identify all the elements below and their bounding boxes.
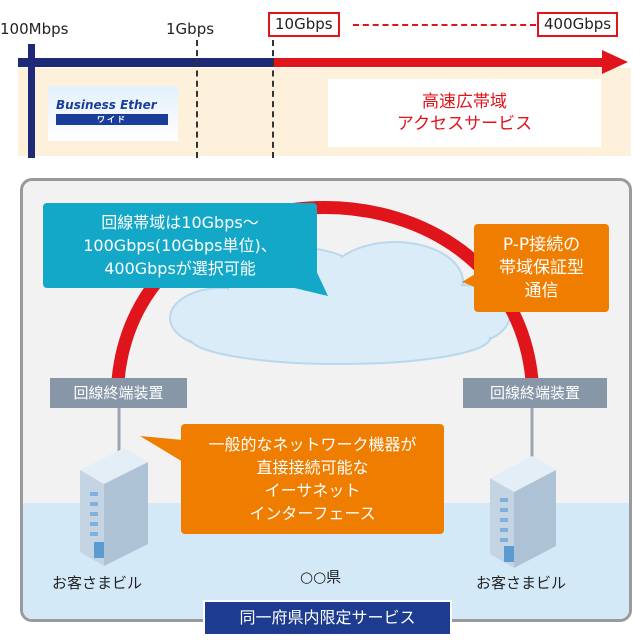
bandwidth-line-2: 100Gbps(10Gbps単位)、 [83, 236, 277, 255]
high-speed-line-2: アクセスサービス [396, 114, 533, 134]
high-speed-service-box: 高速広帯域 アクセスサービス [328, 79, 601, 147]
building-right-icon [490, 456, 556, 568]
speed-label-10gbps: 10Gbps [268, 12, 340, 37]
orange-callout-tail-center-icon [140, 436, 183, 462]
interface-callout: 一般的なネットワーク機器が 直接接続可能な イーサネット インターフェース [181, 424, 444, 534]
speed-label-100mbps: 100Mbps [0, 20, 69, 38]
connection-type-callout: P-P接続の 帯域保証型 通信 [474, 224, 609, 312]
region-banner: 同一府県内限定サービス [203, 600, 452, 636]
axis-high-band [274, 58, 604, 67]
bandwidth-callout: 回線帯域は10Gbps〜 100Gbps(10Gbps単位)、 400Gbpsが… [43, 203, 317, 288]
building-left-label: お客さまビル [52, 574, 143, 592]
terminal-device-left: 回線終端装置 [50, 378, 187, 408]
bandwidth-line-3: 400Gbpsが選択可能 [104, 259, 256, 278]
connection-line-1: P-P接続の [502, 234, 581, 255]
high-speed-line-1: 高速広帯域 [422, 92, 507, 112]
interface-line-4: インターフェース [249, 504, 376, 523]
logo-bar: ワイド [56, 114, 168, 125]
tick-10gbps [272, 40, 274, 158]
logo-text: Business Ether [56, 98, 157, 112]
building-right-label: お客さまビル [476, 574, 567, 592]
terminal-device-right: 回線終端装置 [463, 378, 607, 408]
connection-line-2: 帯域保証型 [499, 257, 584, 278]
axis-arrow-icon [602, 50, 628, 74]
connection-line-3: 通信 [524, 280, 559, 301]
axis-origin [28, 44, 35, 158]
interface-line-3: イーサネット [264, 481, 361, 500]
range-dashed-line [353, 24, 536, 26]
interface-line-1: 一般的なネットワーク機器が [208, 435, 417, 454]
axis-low-band [18, 58, 274, 67]
speed-label-400gbps: 400Gbps [537, 12, 619, 37]
interface-line-2: 直接接続可能な [256, 458, 369, 477]
speed-label-1gbps: 1Gbps [166, 20, 215, 38]
building-left-icon [80, 448, 148, 566]
bandwidth-line-1: 回線帯域は10Gbps〜 [101, 213, 259, 232]
business-ether-logo: Business Ether ワイド [48, 86, 178, 141]
prefecture-label: ○○県 [300, 568, 342, 586]
logo-subtext: ワイド [97, 115, 127, 124]
tick-1gbps [196, 40, 198, 158]
